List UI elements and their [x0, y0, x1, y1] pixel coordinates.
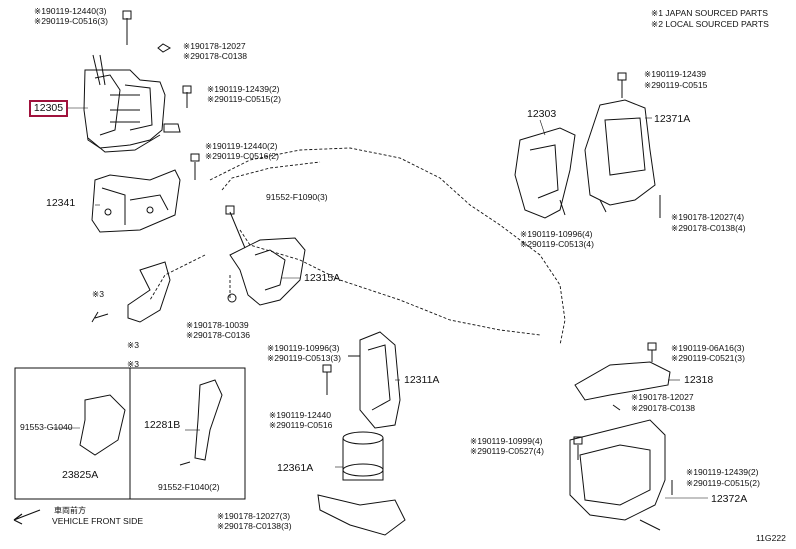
- nut-label: ※190178-12027: [183, 41, 246, 51]
- bolt-label: ※290119-C0515(2): [686, 478, 760, 488]
- nut-label: ※290178-C0138(3): [217, 521, 292, 531]
- mark-3: ※3: [127, 340, 139, 350]
- clip-part: [91, 261, 171, 323]
- nut-label: ※190178-12027: [631, 392, 694, 402]
- bolt-label: ※290119-C0515(2): [207, 94, 281, 104]
- part-12303[interactable]: 12303: [527, 108, 557, 120]
- nut-label: ※290178-C0138(4): [671, 223, 746, 233]
- part-12361A[interactable]: 12361A: [277, 462, 314, 474]
- bolt-label: ※290119-C0527(4): [470, 446, 544, 456]
- nut-label: ※290178-C0138: [183, 51, 248, 61]
- mount-12303: [514, 127, 576, 219]
- part-12315A[interactable]: 12315A: [304, 272, 341, 284]
- part-23825A[interactable]: 23825A: [62, 469, 99, 481]
- part-12311A[interactable]: 12311A: [404, 374, 440, 386]
- bolt-label: ※190119-10996(3): [267, 343, 340, 353]
- note-local-sourced: ※2 LOCAL SOURCED PARTS: [651, 19, 769, 29]
- mark-3: ※3: [127, 359, 139, 369]
- part-12372A[interactable]: 12372A: [711, 493, 748, 505]
- mark-3: ※3: [92, 289, 104, 299]
- mount-12361A: [317, 431, 406, 536]
- bolt-label: ※190119-12440: [269, 410, 331, 420]
- mount-12372A: [569, 419, 673, 531]
- figure-code: 11G222: [756, 533, 786, 543]
- bolt-label: ※190119-10996(4): [520, 229, 593, 239]
- nut-label: ※290178-C0136: [186, 330, 251, 340]
- nut-label: ※190178-10039: [186, 320, 249, 330]
- leader-lines: [52, 107, 708, 499]
- bolt-label: ※190119-10999(4): [470, 436, 543, 446]
- part-91552-F1090[interactable]: 91552-F1090(3): [266, 192, 328, 202]
- nut-label: ※190178-12027(4): [671, 212, 745, 222]
- inset-box: [14, 367, 246, 500]
- front-label-jp: 車両前方: [54, 506, 86, 515]
- mount-12371A: [584, 72, 661, 218]
- part-12318[interactable]: 12318: [684, 374, 714, 386]
- bracket-12311A: [322, 331, 401, 429]
- bolt-label: ※290119-C0516: [269, 420, 333, 430]
- bolt-label: ※190119-12440(3): [34, 6, 107, 16]
- bolt-label: ※190119-12439(2): [686, 467, 759, 477]
- bolt-label: ※190119-12439(2): [207, 84, 280, 94]
- part-12305-highlighted[interactable]: 12305: [29, 100, 68, 117]
- part-12371A[interactable]: 12371A: [654, 113, 691, 125]
- bracket-12315A: [225, 205, 306, 306]
- part-91553-G1040[interactable]: 91553-G1040: [20, 422, 73, 432]
- nut-label: ※190178-12027(3): [217, 511, 291, 521]
- bolt-label: ※290119-C0513(4): [520, 239, 594, 249]
- front-arrow-icon: [13, 509, 41, 525]
- bolt-label: ※290119-C0516(2): [205, 151, 279, 161]
- bolt-label: ※190119-06A16(3): [671, 343, 745, 353]
- nut-label: ※290178-C0138: [631, 403, 696, 413]
- bolt-label: ※290119-C0515: [644, 80, 708, 90]
- bolt-label: ※290119-C0521(3): [671, 353, 745, 363]
- bracket-12318: [574, 342, 671, 411]
- bolt-label: ※190119-12440(2): [205, 141, 278, 151]
- engine-mount-12305: [83, 10, 192, 153]
- vehicle-body-outline: [149, 147, 566, 346]
- part-12281B[interactable]: 12281B: [144, 419, 181, 431]
- bracket-12341: [91, 153, 200, 233]
- bolt-label: ※190119-12439: [644, 69, 706, 79]
- part-12341[interactable]: 12341: [46, 197, 76, 209]
- part-91552-F1040[interactable]: 91552-F1040(2): [158, 482, 220, 492]
- bolt-label: ※290119-C0516(3): [34, 16, 108, 26]
- note-japan-sourced: ※1 JAPAN SOURCED PARTS: [651, 8, 769, 18]
- bolt-label: ※290119-C0513(3): [267, 353, 341, 363]
- front-label-en: VEHICLE FRONT SIDE: [52, 516, 144, 526]
